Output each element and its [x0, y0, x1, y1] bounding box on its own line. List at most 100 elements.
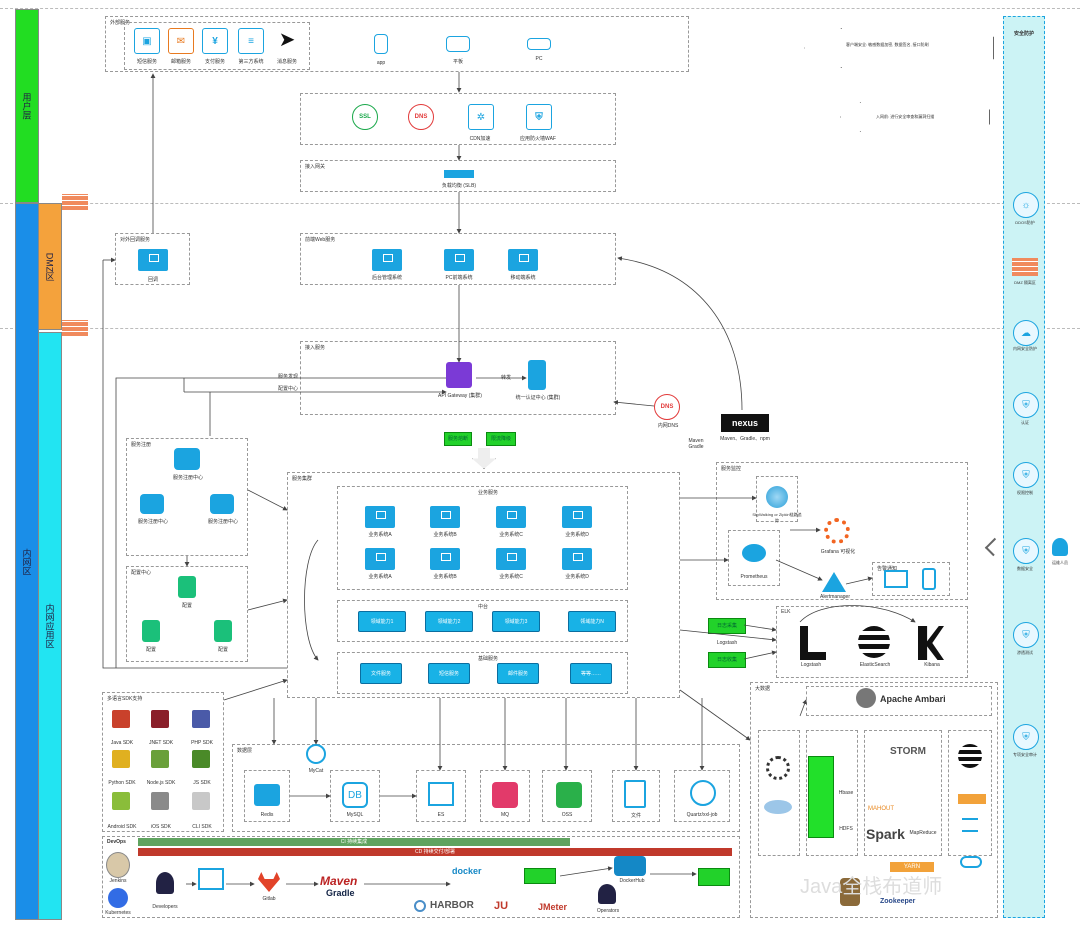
gradle-logo: Gradle: [326, 888, 355, 898]
user-icon: [1052, 538, 1068, 556]
internal-separator: [0, 328, 1080, 329]
biz-service-icon: [365, 548, 395, 570]
config-label: 配置: [217, 647, 228, 653]
registry-icon: [210, 494, 234, 514]
lb-icon: [444, 170, 474, 178]
sdk-label: Python SDK: [108, 780, 136, 786]
es-icon: [428, 782, 454, 806]
gw-link-label: 配置中心: [277, 386, 298, 392]
sdk-cube-icon: [112, 710, 130, 728]
prod-env-tag: [698, 868, 730, 886]
security-item: DDOS防护: [1015, 220, 1035, 225]
security-item: 权限控制: [1017, 490, 1033, 495]
prometheus-label: Prometheus: [740, 574, 768, 580]
third-party-icon: ≡: [238, 28, 264, 54]
config-db-icon: [178, 576, 196, 598]
mycat-icon: [306, 744, 326, 764]
mq-icon: [492, 782, 518, 808]
dmz-band: DMZ区: [38, 203, 62, 330]
hbase-label: Hbase: [838, 790, 854, 796]
store-label: MySQL: [346, 812, 364, 818]
client-item-label: 邮箱服务: [170, 59, 191, 65]
web-app-icon: [508, 249, 538, 271]
sdk-box: 多语言SDK支持: [102, 692, 224, 832]
oss-icon: [556, 782, 582, 808]
sdk-cube-icon: [192, 750, 210, 768]
phone-icon: [922, 568, 936, 590]
biz-service-icon: [430, 548, 460, 570]
biz-services-box: 业务服务: [337, 486, 628, 590]
mobile-icon: [374, 34, 388, 54]
device-label: app: [376, 60, 386, 66]
mahout-logo: MAHOUT: [868, 806, 894, 812]
rate-limit-tag: 限流降级: [486, 432, 516, 446]
elasticsearch-icon: [958, 744, 982, 768]
ops-user-label: 运维人员: [1052, 560, 1068, 565]
dns-icon: DNS: [654, 394, 680, 420]
note-text: 入网前: 进行安全审查和漏洞扫描: [876, 114, 935, 119]
hadoop-box: [806, 730, 858, 856]
shield-icon: ⛨: [1013, 622, 1039, 648]
api-gateway-icon: [446, 362, 472, 388]
device-label: PC: [535, 56, 543, 62]
skywalking-label: SkyWalking or Zipkin链路追踪: [752, 512, 802, 523]
zookeeper-logo: Zookeeper: [880, 898, 916, 905]
jenkins-icon: [106, 852, 130, 878]
sdk-label: JS SDK: [193, 780, 211, 786]
auth-label: 统一认证中心 (集群): [515, 395, 561, 401]
file-icon: [624, 780, 646, 808]
security-item: 认证: [1021, 420, 1029, 425]
config-db-icon: [142, 620, 160, 642]
registry-label: 服务注册中心: [207, 519, 238, 525]
zookeeper-icon: [840, 878, 860, 906]
config-label: 配置: [181, 603, 192, 609]
ambari-icon: [856, 688, 876, 708]
sms-icon: ▣: [134, 28, 160, 54]
store-label: ES: [437, 812, 445, 818]
elk-label: ElasticSearch: [859, 662, 891, 668]
mapreduce-label: MapReduce: [909, 830, 937, 836]
note-text: 客户端安全: 敏感数据加密, 数据签名, 接口防刷: [846, 42, 929, 47]
junit-logo: JU: [494, 900, 509, 912]
devops-label: DockerHub: [619, 878, 645, 884]
devops-label: Gitlab: [262, 896, 276, 902]
sdk-label: iOS SDK: [150, 824, 171, 830]
ddos-icon: ☼: [1013, 192, 1039, 218]
config-db-icon: [214, 620, 232, 642]
elk-box: ELK: [776, 606, 968, 678]
base-service: 短信服务: [428, 663, 470, 684]
firewall-icon: [62, 320, 88, 336]
send-icon: ➤: [278, 28, 296, 51]
jmeter-logo: JMeter: [538, 902, 568, 912]
domain-capability: 领域能力2: [425, 611, 473, 632]
elk-label: Kibana: [924, 662, 940, 668]
shield-icon: ⛨: [1013, 538, 1039, 564]
gw-link-label: 服务发现: [277, 374, 298, 380]
logstash-icon: [800, 626, 826, 660]
log-collect-tag: 日志收集: [708, 652, 746, 668]
client-box: 外部服务: [105, 16, 689, 72]
biz-label: 业务系统A: [368, 574, 392, 580]
registry-label: 服务注册中心: [172, 475, 203, 481]
watermark: Java全栈布道师: [800, 876, 943, 898]
elk-label: Logstash: [800, 662, 822, 668]
lb-label: 负载均衡 (SLB): [441, 183, 477, 189]
web-app-icon: [444, 249, 474, 271]
hadoop-bar: [808, 756, 834, 838]
harbor-icon: [414, 900, 426, 912]
auth-icon: [528, 360, 546, 390]
shield-icon: ⛨: [1013, 392, 1039, 418]
biz-label: 业务系统D: [565, 574, 589, 580]
waf-icon: ⛨: [526, 104, 552, 130]
cd-bar: CD 持续交付/部署: [138, 848, 732, 856]
prometheus-icon: [742, 544, 766, 562]
security-item: 渗透测试: [1017, 650, 1033, 655]
security-item: DMZ 隔离区: [1014, 280, 1036, 285]
callback-service-icon: [138, 249, 168, 271]
docker-logo: docker: [452, 866, 482, 876]
mysql-icon: DB: [342, 782, 368, 808]
devops-label: Operators: [596, 908, 620, 914]
biz-label: 业务系统B: [433, 574, 457, 580]
grafana-label: Grafana 可视化: [820, 549, 856, 555]
